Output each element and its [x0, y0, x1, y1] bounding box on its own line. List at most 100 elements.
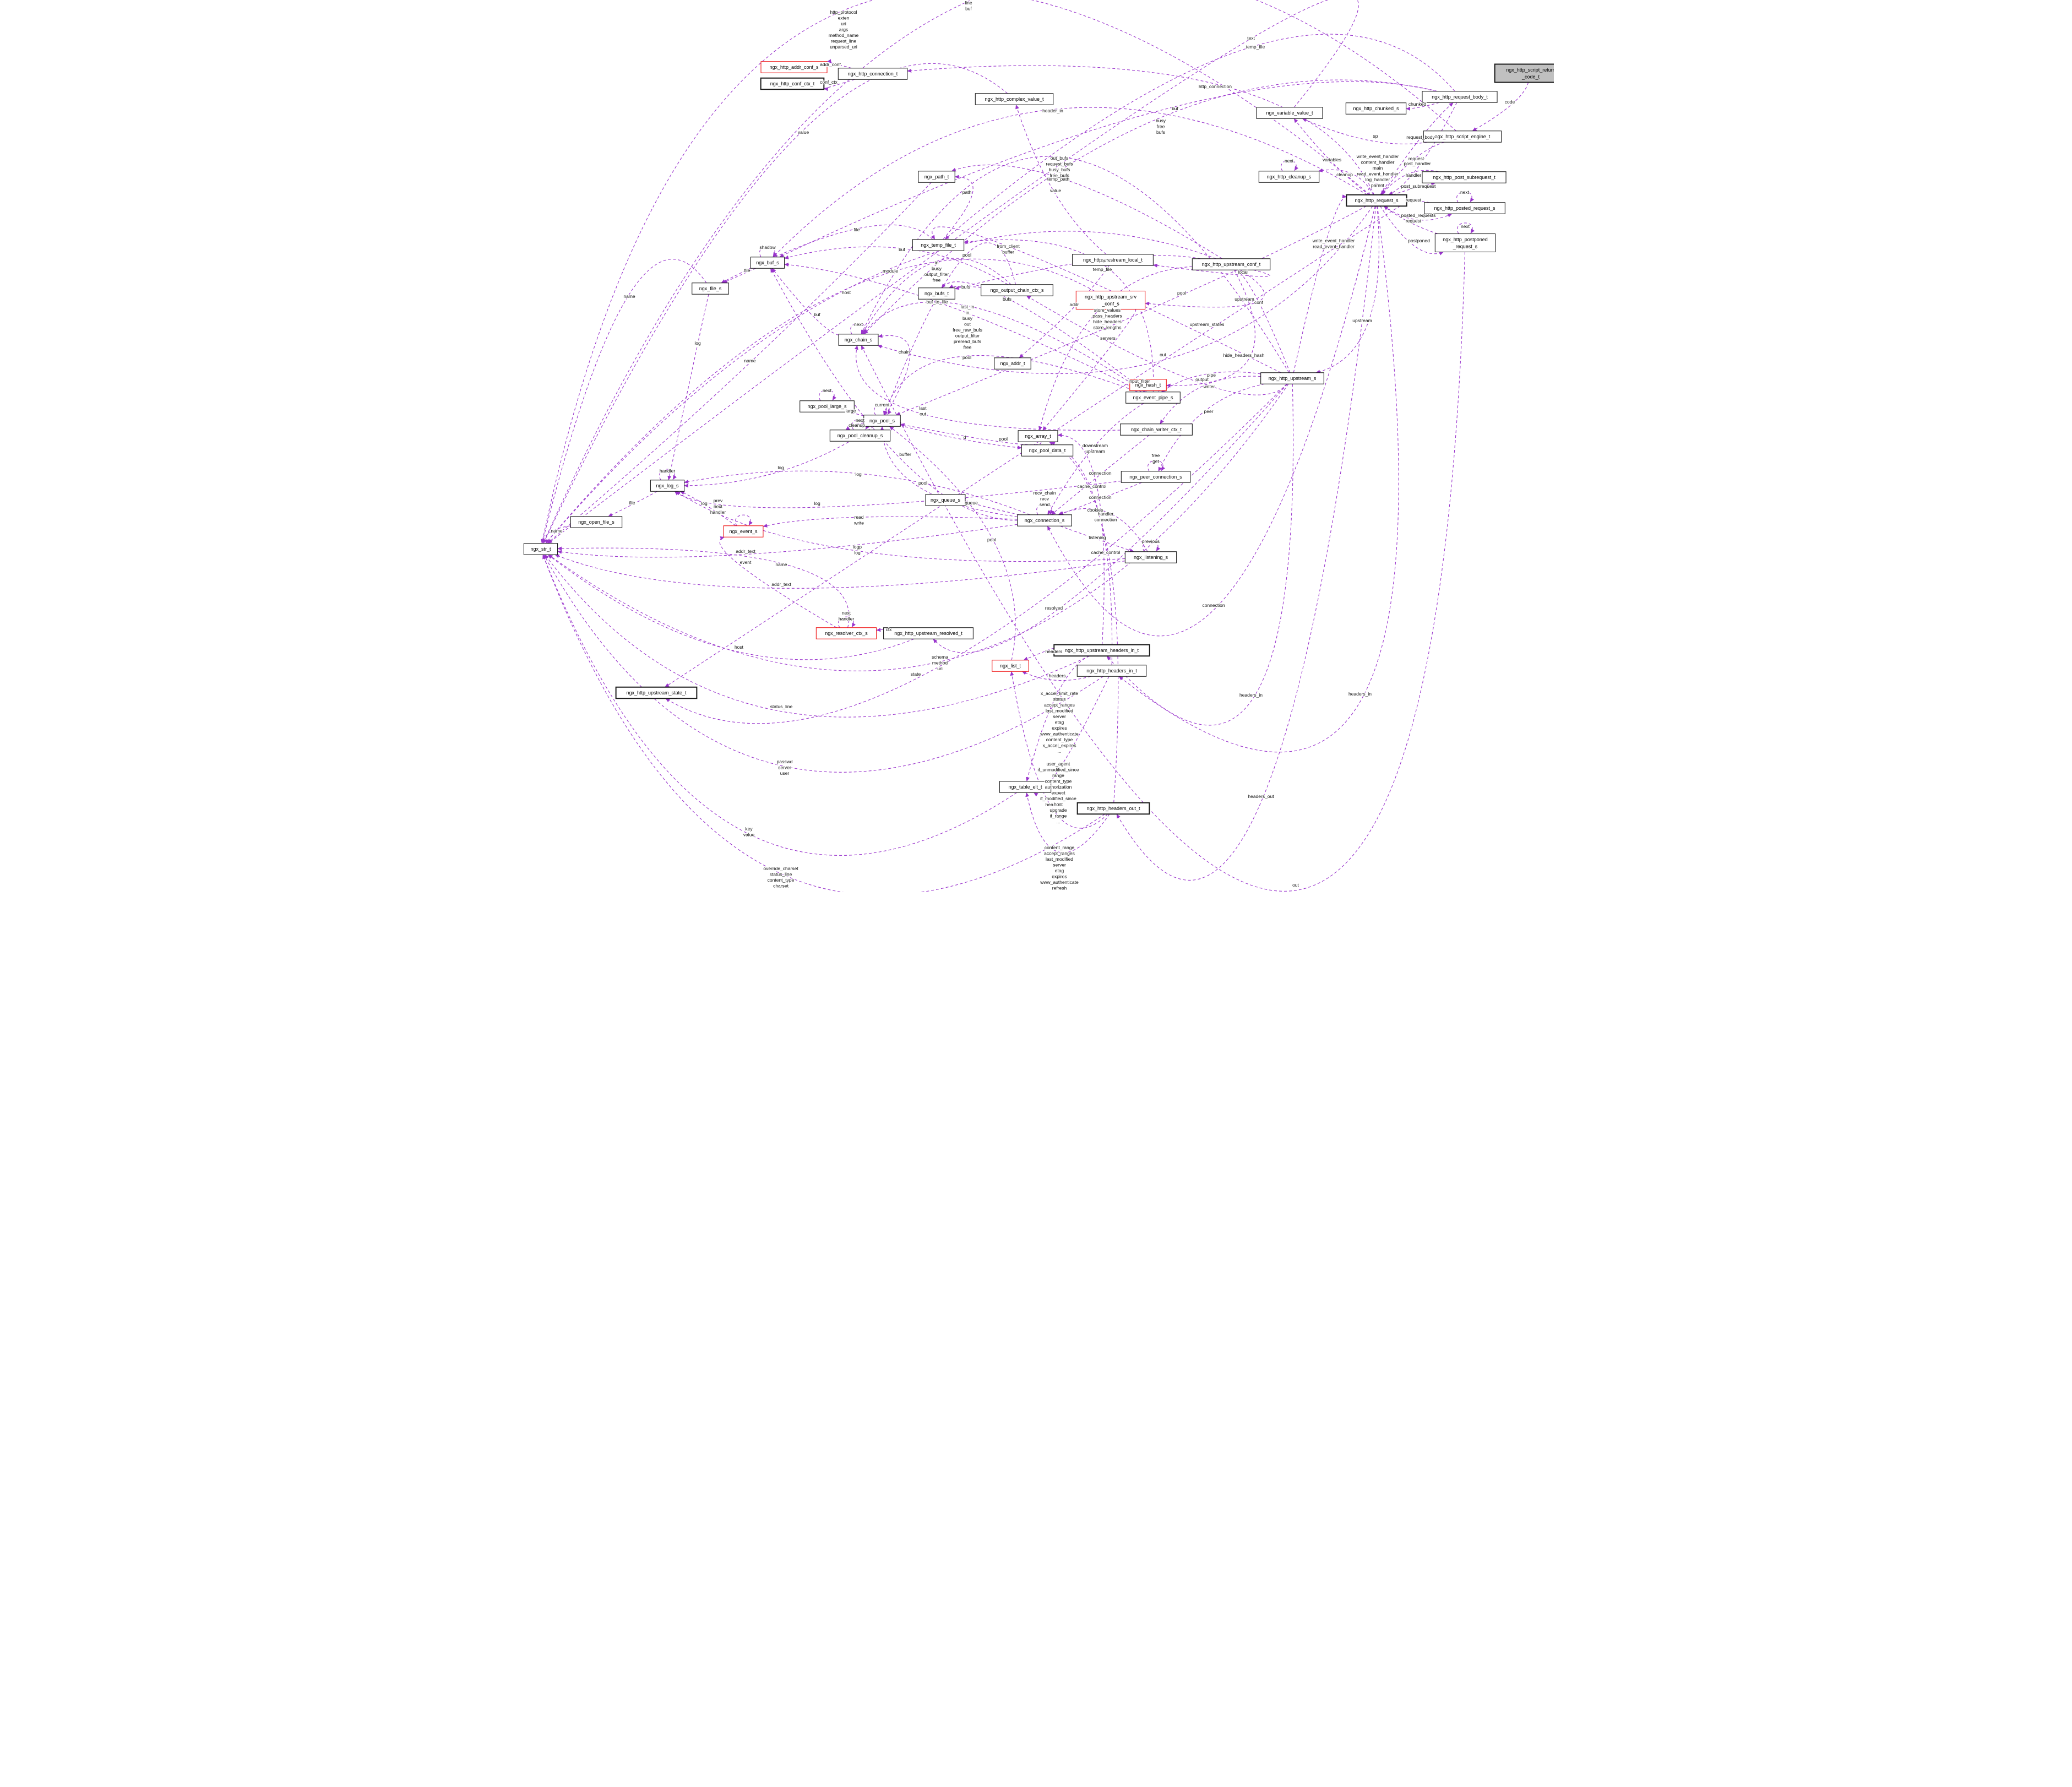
- node-box[interactable]: [917, 171, 955, 183]
- node-ngx_list_t[interactable]: ngx_list_t: [991, 660, 1029, 672]
- node-ngx_http_complex_value_t[interactable]: ngx_http_complex_value_t: [975, 93, 1053, 105]
- node-ngx_pool_large_s[interactable]: ngx_pool_large_s: [799, 400, 855, 412]
- node-box[interactable]: [1192, 258, 1270, 270]
- node-ngx_hash_t[interactable]: ngx_hash_t: [1129, 379, 1167, 391]
- node-ngx_http_addr_conf_s[interactable]: ngx_http_addr_conf_s: [760, 61, 828, 73]
- node-ngx_http_postponed_request_s[interactable]: ngx_http_postponed_request_s: [1434, 233, 1495, 253]
- node-ngx_file_s[interactable]: ngx_file_s: [691, 283, 729, 295]
- node-ngx_output_chain_ctx_s[interactable]: ngx_output_chain_ctx_s: [980, 284, 1053, 296]
- node-ngx_http_chunked_s[interactable]: ngx_http_chunked_s: [1345, 102, 1406, 115]
- node-box[interactable]: [723, 525, 763, 537]
- node-ngx_listening_s[interactable]: ngx_listening_s: [1124, 551, 1177, 563]
- node-box[interactable]: [1421, 91, 1498, 103]
- node-ngx_str_t[interactable]: ngx_str_t: [523, 543, 558, 555]
- node-ngx_pool_s[interactable]: ngx_pool_s: [863, 415, 901, 427]
- node-ngx_temp_file_t[interactable]: ngx_temp_file_t: [912, 239, 964, 251]
- node-ngx_pool_data_t[interactable]: ngx_pool_data_t: [1021, 444, 1073, 457]
- node-ngx_http_post_subrequest_t[interactable]: ngx_http_post_subrequest_t: [1421, 171, 1507, 183]
- node-box[interactable]: [1018, 430, 1058, 442]
- node-ngx_http_upstream_local_t[interactable]: ngx_http_upstream_local_t: [1072, 254, 1154, 266]
- node-box[interactable]: [799, 400, 855, 412]
- node-box[interactable]: [523, 543, 558, 555]
- node-ngx_http_request_s[interactable]: ngx_http_request_s: [1345, 194, 1407, 207]
- node-ngx_http_script_engine_t[interactable]: ngx_http_script_engine_t: [1423, 131, 1502, 143]
- node-box[interactable]: [1423, 131, 1502, 143]
- node-box[interactable]: [912, 239, 964, 251]
- node-box[interactable]: [1423, 202, 1505, 214]
- node-box[interactable]: [691, 283, 729, 295]
- node-ngx_addr_t[interactable]: ngx_addr_t: [993, 357, 1031, 370]
- node-ngx_log_s[interactable]: ngx_log_s: [650, 480, 684, 492]
- node-ngx_http_upstream_srv_conf_s[interactable]: ngx_http_upstream_srv_conf_s: [1075, 290, 1145, 310]
- node-box[interactable]: [815, 627, 877, 639]
- node-ngx_chain_writer_ctx_t[interactable]: ngx_chain_writer_ctx_t: [1119, 423, 1193, 436]
- node-box[interactable]: [1345, 102, 1406, 115]
- node-ngx_peer_connection_s[interactable]: ngx_peer_connection_s: [1121, 471, 1190, 483]
- node-ngx_path_t[interactable]: ngx_path_t: [917, 171, 955, 183]
- node-box[interactable]: [615, 686, 697, 699]
- node-ngx_array_t[interactable]: ngx_array_t: [1018, 430, 1058, 442]
- node-ngx_http_upstream_conf_t[interactable]: ngx_http_upstream_conf_t: [1192, 258, 1270, 270]
- node-box[interactable]: [1075, 290, 1145, 310]
- node-ngx_http_request_body_t[interactable]: ngx_http_request_body_t: [1421, 91, 1498, 103]
- node-box[interactable]: [1124, 551, 1177, 563]
- node-ngx_queue_s[interactable]: ngx_queue_s: [925, 494, 965, 506]
- node-ngx_connection_s[interactable]: ngx_connection_s: [1016, 514, 1072, 526]
- node-ngx_http_upstream_headers_in_t[interactable]: ngx_http_upstream_headers_in_t: [1053, 644, 1150, 657]
- node-box[interactable]: [1421, 171, 1507, 183]
- node-box[interactable]: [1076, 802, 1150, 815]
- node-box[interactable]: [1258, 171, 1319, 183]
- node-box[interactable]: [917, 287, 955, 300]
- node-ngx_http_headers_in_t[interactable]: ngx_http_headers_in_t: [1076, 665, 1146, 677]
- node-ngx_resolver_ctx_s[interactable]: ngx_resolver_ctx_s: [815, 627, 877, 639]
- node-box[interactable]: [1125, 392, 1181, 404]
- node-ngx_chain_s[interactable]: ngx_chain_s: [838, 334, 878, 346]
- node-box[interactable]: [760, 61, 828, 73]
- node-ngx_http_headers_out_t[interactable]: ngx_http_headers_out_t: [1076, 802, 1150, 815]
- node-box[interactable]: [829, 430, 890, 442]
- node-box[interactable]: [991, 660, 1029, 672]
- node-ngx_variable_value_t[interactable]: ngx_variable_value_t: [1255, 107, 1323, 119]
- node-box[interactable]: [1434, 233, 1495, 253]
- node-box[interactable]: [1255, 107, 1323, 119]
- node-ngx_table_elt_t[interactable]: ngx_table_elt_t: [999, 781, 1051, 793]
- node-box[interactable]: [838, 334, 878, 346]
- node-box[interactable]: [980, 284, 1053, 296]
- node-ngx_http_upstream_s[interactable]: ngx_http_upstream_s: [1260, 372, 1324, 384]
- node-ngx_http_posted_request_s[interactable]: ngx_http_posted_request_s: [1423, 202, 1505, 214]
- node-box[interactable]: [1129, 379, 1167, 391]
- node-ngx_event_s[interactable]: ngx_event_s: [723, 525, 763, 537]
- node-box[interactable]: [975, 93, 1053, 105]
- node-box[interactable]: [863, 415, 901, 427]
- node-box[interactable]: [1121, 471, 1190, 483]
- node-ngx_http_script_return_code_t[interactable]: ngx_http_script_return_code_t: [1494, 63, 1554, 83]
- node-box[interactable]: [1072, 254, 1154, 266]
- node-ngx_http_cleanup_s[interactable]: ngx_http_cleanup_s: [1258, 171, 1319, 183]
- node-ngx_buf_s[interactable]: ngx_buf_s: [750, 257, 785, 269]
- node-ngx_http_upstream_resolved_t[interactable]: ngx_http_upstream_resolved_t: [883, 627, 974, 639]
- node-box[interactable]: [1053, 644, 1150, 657]
- node-box[interactable]: [883, 627, 974, 639]
- node-ngx_http_connection_t[interactable]: ngx_http_connection_t: [837, 68, 907, 80]
- node-box[interactable]: [1119, 423, 1193, 436]
- node-ngx_http_upstream_state_t[interactable]: ngx_http_upstream_state_t: [615, 686, 697, 699]
- node-ngx_open_file_s[interactable]: ngx_open_file_s: [570, 516, 622, 528]
- node-ngx_bufs_t[interactable]: ngx_bufs_t: [917, 287, 955, 300]
- node-box[interactable]: [760, 77, 824, 90]
- node-ngx_event_pipe_s[interactable]: ngx_event_pipe_s: [1125, 392, 1181, 404]
- node-box[interactable]: [1076, 665, 1146, 677]
- node-box[interactable]: [1345, 194, 1407, 207]
- node-box[interactable]: [650, 480, 684, 492]
- node-box[interactable]: [925, 494, 965, 506]
- node-box[interactable]: [1016, 514, 1072, 526]
- node-box[interactable]: [750, 257, 785, 269]
- node-box[interactable]: [1021, 444, 1073, 457]
- node-box[interactable]: [570, 516, 622, 528]
- node-ngx_http_conf_ctx_t[interactable]: ngx_http_conf_ctx_t: [760, 77, 824, 90]
- node-box[interactable]: [993, 357, 1031, 370]
- node-box[interactable]: [1260, 372, 1324, 384]
- node-box[interactable]: [837, 68, 907, 80]
- node-box[interactable]: [1494, 63, 1554, 83]
- node-ngx_pool_cleanup_s[interactable]: ngx_pool_cleanup_s: [829, 430, 890, 442]
- node-box[interactable]: [999, 781, 1051, 793]
